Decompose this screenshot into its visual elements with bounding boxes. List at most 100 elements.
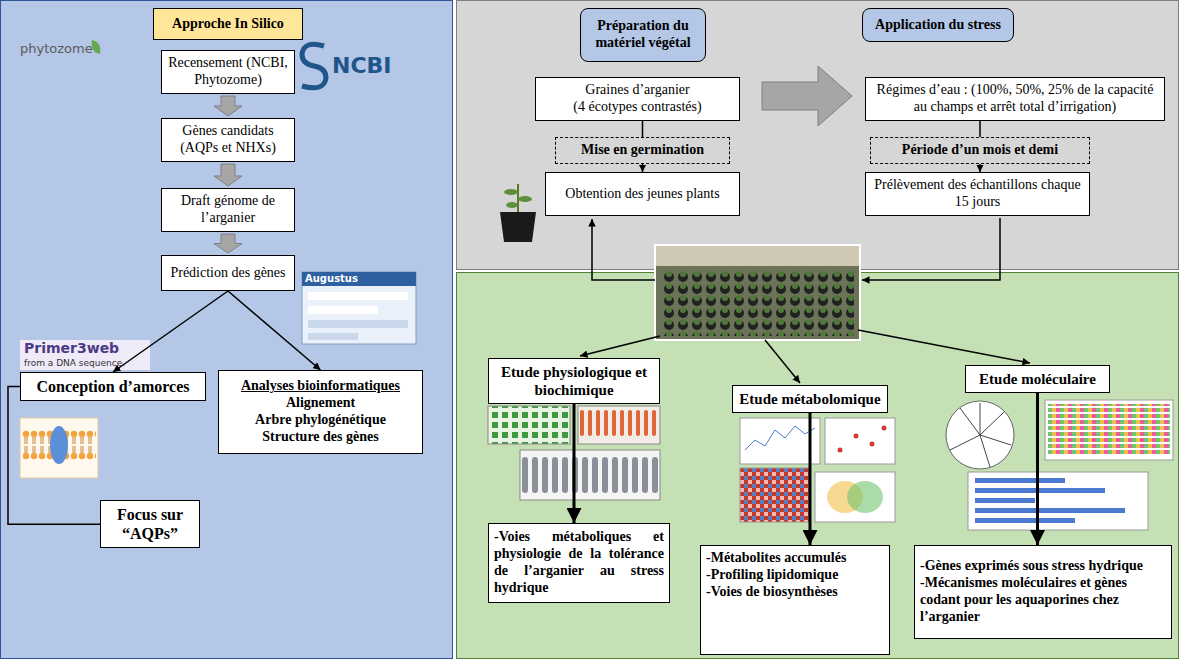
process-box: Régimes d’eau : (100%, 50%, 25% de la ca… [865, 77, 1165, 121]
process-box: Obtention des jeunes plants [545, 172, 740, 216]
chart-thumbnail [825, 418, 895, 464]
node-text: -Voies métaboliques et physiologie de la… [494, 529, 664, 596]
photo-tubes [578, 406, 660, 444]
phylogenetic-tree [946, 401, 1014, 469]
node-text: Période d’un mois et demi [876, 142, 1084, 159]
node-text: Etude métabolomique [738, 390, 882, 408]
photo-plates [488, 406, 570, 444]
connector-arrow [8, 387, 100, 525]
logo-leaf [92, 40, 101, 54]
node-text: Etude physiologique et biochimique [494, 363, 654, 399]
chart-dot [882, 426, 887, 431]
node-text: Focus sur “AQPs” [106, 505, 194, 543]
logo-text: phytozome [20, 40, 93, 58]
node-text: -Voies de biosynthèses [706, 584, 884, 601]
alignment-thumbnail [1045, 400, 1173, 460]
process-box: Gènes candidats (AQPs et NHXs) [161, 118, 295, 162]
chart-dot [870, 442, 875, 447]
study-box: Etude métabolomique [732, 385, 888, 413]
plant-leaf [518, 196, 532, 202]
node-text: Conception d’amorces [26, 377, 200, 396]
block-arrow [214, 164, 242, 186]
screenshot-field [308, 320, 408, 328]
connector-arrow [228, 291, 321, 370]
connector-arrow [642, 121, 644, 137]
screenshot [302, 272, 416, 344]
greenhouse-photo [655, 245, 860, 340]
process-box: Graines d’arganier(4 écotypes contrastés… [535, 77, 740, 121]
screenshot-header [302, 272, 416, 286]
connector-arrow [809, 413, 812, 545]
greenhouse-pots [662, 270, 854, 336]
flow-arrow [858, 330, 1030, 363]
section-header: Application du stress [862, 8, 1014, 42]
node-text: Structure des gènes [224, 429, 417, 446]
logo-text: from a DNA sequence. [24, 357, 125, 369]
study-box: Etude physiologique et biochimique [488, 358, 660, 404]
result-box: -Gènes exprimés sous stress hydrique-Méc… [914, 545, 1172, 639]
process-box: Recensement (NCBI, Phytozome) [161, 50, 295, 94]
node-text: Gènes candidats (AQPs et NHXs) [167, 123, 289, 157]
node-text: Etude moléculaire [971, 370, 1104, 388]
heatmap-thumbnail [740, 468, 810, 522]
node-text: Graines d’arganier [541, 82, 734, 99]
analysis-box: Analyses bioinformatiquesAlignementArbre… [218, 370, 423, 454]
bar-chart-bars [975, 478, 1125, 523]
alignment-cells [1048, 404, 1170, 456]
node-text: Prédiction des gènes [167, 265, 289, 282]
venn-set [847, 481, 883, 513]
process-box: Conception d’amorces [20, 372, 206, 401]
bar-chart-thumbnail [968, 472, 1148, 530]
chart-line [745, 426, 815, 450]
process-box: Draft génome de l’arganier [161, 188, 295, 232]
step-box: Période d’un mois et demi [870, 137, 1090, 164]
logo-text: NCBI [332, 52, 392, 80]
plant-pot [500, 212, 536, 242]
venn-thumbnail [815, 472, 895, 522]
node-text: -Gènes exprimés sous stress hydrique [920, 558, 1166, 575]
membrane-image [20, 418, 98, 478]
plant-leaf [506, 202, 518, 208]
connector-arrow [979, 164, 981, 172]
step-box: Mise en germination [555, 137, 730, 164]
chart-thumbnail [740, 418, 820, 464]
node-text: Régimes d’eau : (100%, 50%, 25% de la ca… [871, 82, 1159, 116]
process-box: Prélèvement des échantillons chaque 15 j… [865, 172, 1090, 216]
node-text: Draft génome de l’arganier [167, 193, 289, 227]
connector-arrow [979, 121, 981, 137]
title-box: Approche In Silico [153, 8, 303, 40]
node-text: Obtention des jeunes plants [551, 186, 734, 203]
panel-background [1, 1, 453, 659]
node-text: -Métabolites accumulés [706, 550, 884, 567]
node-text: Prélèvement des échantillons chaque 15 j… [871, 177, 1084, 211]
node-text: -Profiling lipidomique [706, 567, 884, 584]
flow-arrow [592, 219, 655, 280]
node-text: Mise en germination [561, 142, 724, 159]
node-text: (4 écotypes contrastés) [541, 99, 734, 116]
logo-text: Augustus [305, 272, 358, 286]
block-arrow [214, 234, 242, 253]
screenshot-field [308, 333, 358, 340]
tree-branches [950, 403, 1011, 467]
greenhouse-roof [656, 246, 859, 266]
logo-background [20, 340, 150, 370]
process-box: Prédiction des gènes [161, 255, 295, 291]
block-arrow [762, 66, 852, 126]
chart-dot [854, 434, 859, 439]
connector-arrow [113, 291, 228, 372]
screenshot-field [308, 306, 378, 314]
result-box: -Métabolites accumulés-Profiling lipidom… [700, 545, 890, 655]
logo-text: Primer3web [24, 340, 119, 357]
panel-background [457, 1, 1179, 270]
connector-arrow [1036, 393, 1039, 545]
aquaporin-protein [50, 426, 68, 464]
node-text: Préparation du matériel végétal [586, 18, 700, 52]
photo-tubes [520, 450, 660, 500]
block-arrow [214, 96, 242, 116]
node-text: Arbre phylogénétique [224, 412, 417, 429]
chart-dot [838, 448, 843, 453]
flow-arrow [580, 336, 660, 356]
flow-arrow [862, 218, 1000, 280]
node-text: Alignement [224, 395, 417, 412]
